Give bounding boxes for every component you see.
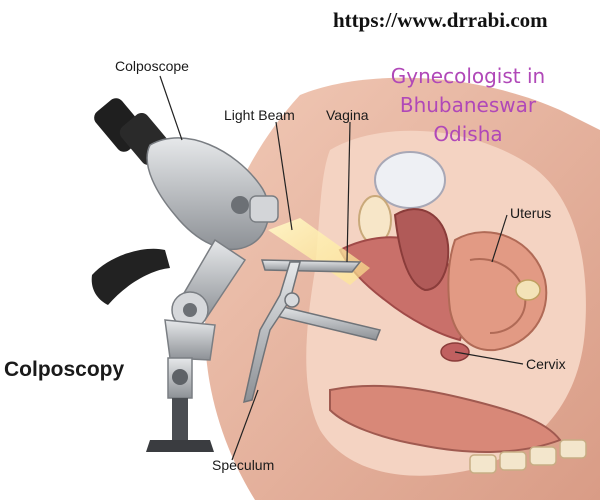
- label-colposcopy: Colposcopy: [4, 358, 125, 381]
- title-block: Gynecologist in Bhubaneswar Odisha: [378, 62, 558, 149]
- site-url[interactable]: https://www.drrabi.com: [333, 8, 548, 32]
- label-uterus: Uterus: [510, 205, 552, 221]
- ovary: [515, 279, 541, 301]
- leader-lines: [159, 75, 524, 461]
- bladder: [374, 151, 446, 209]
- rectum: [329, 384, 562, 453]
- spine: [469, 439, 587, 474]
- title-line-3: Odisha: [433, 122, 503, 146]
- label-vagina: Vagina: [326, 107, 369, 123]
- speculum-instrument: [243, 259, 382, 404]
- label-colposcope: Colposcope: [115, 58, 189, 74]
- colposcope-device: [91, 98, 279, 452]
- pelvic-cross-section: [306, 130, 587, 476]
- title-line-2: Bhubaneswar: [399, 93, 537, 117]
- label-cervix: Cervix: [526, 356, 566, 372]
- label-speculum: Speculum: [212, 457, 275, 473]
- uterus-shape: [447, 231, 548, 352]
- label-light-beam: Light Beam: [224, 107, 295, 123]
- title-line-1: Gynecologist in: [390, 64, 546, 88]
